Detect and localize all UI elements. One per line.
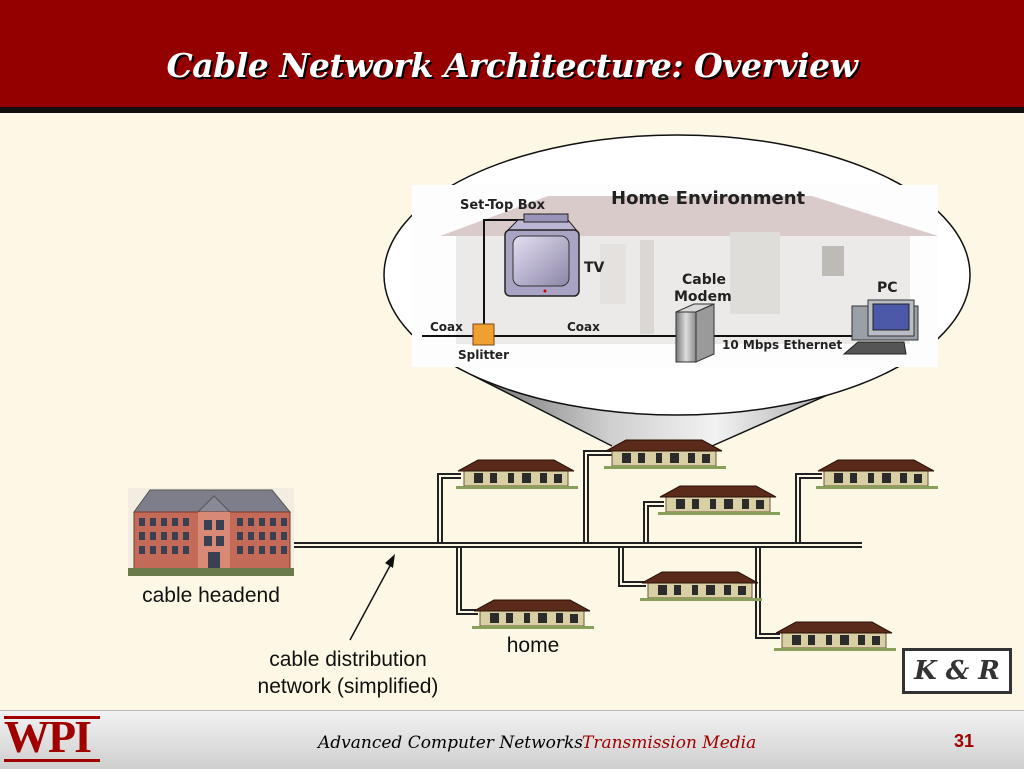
footer-course-title: Advanced Computer Networks — [318, 733, 584, 753]
house-icon — [773, 621, 897, 652]
home-environment-bubble: Home Environment Set-Top Box TV Cable Mo… — [383, 134, 971, 416]
wpi-logo-rule-top — [4, 716, 100, 719]
pc-label: PC — [877, 280, 898, 296]
distribution-cables — [294, 450, 862, 639]
title-bar — [0, 0, 1024, 107]
tv-label: TV — [584, 260, 605, 276]
distribution-pointer-arrow — [349, 554, 395, 641]
cable-headend-label: cable headend — [142, 584, 280, 607]
cable-headend-building-icon — [128, 488, 294, 576]
wpi-logo-rule-bottom — [4, 759, 100, 762]
house-icon — [471, 599, 595, 630]
cable-modem-label-line2: Modem — [674, 289, 732, 305]
tv-icon — [504, 213, 580, 297]
house-icon — [815, 459, 939, 490]
home-label: home — [506, 634, 560, 657]
home-environment-title: Home Environment — [611, 188, 806, 209]
house-icon — [639, 571, 763, 602]
coax-cables — [422, 219, 852, 337]
coax-label-right: Coax — [567, 320, 600, 334]
distribution-label-line2: network (simplified) — [257, 675, 439, 698]
set-top-box-label: Set-Top Box — [460, 198, 546, 213]
footer-topic-title: Transmission Media — [582, 733, 757, 753]
kr-badge: K & R — [902, 648, 1012, 694]
slide-title: Cable Network Architecture: Overview — [166, 46, 858, 85]
wpi-logo: WPI — [4, 711, 92, 762]
footer-bar — [0, 710, 1024, 769]
splitter-label: Splitter — [458, 348, 509, 362]
kr-badge-text: K & R — [914, 656, 1000, 686]
house-icon — [455, 459, 579, 490]
splitter-icon — [472, 323, 495, 346]
coax-label-left: Coax — [430, 320, 463, 334]
house-icon — [657, 485, 781, 516]
page-number: 31 — [954, 731, 975, 751]
home-houses — [455, 439, 939, 652]
ethernet-label: 10 Mbps Ethernet — [722, 338, 843, 352]
distribution-label-line1: cable distribution — [269, 648, 427, 671]
cable-modem-icon — [675, 303, 715, 363]
pc-icon — [842, 299, 919, 355]
house-icon — [603, 439, 727, 470]
title-bar-rule — [0, 107, 1024, 113]
cable-modem-label-line1: Cable — [682, 272, 726, 288]
